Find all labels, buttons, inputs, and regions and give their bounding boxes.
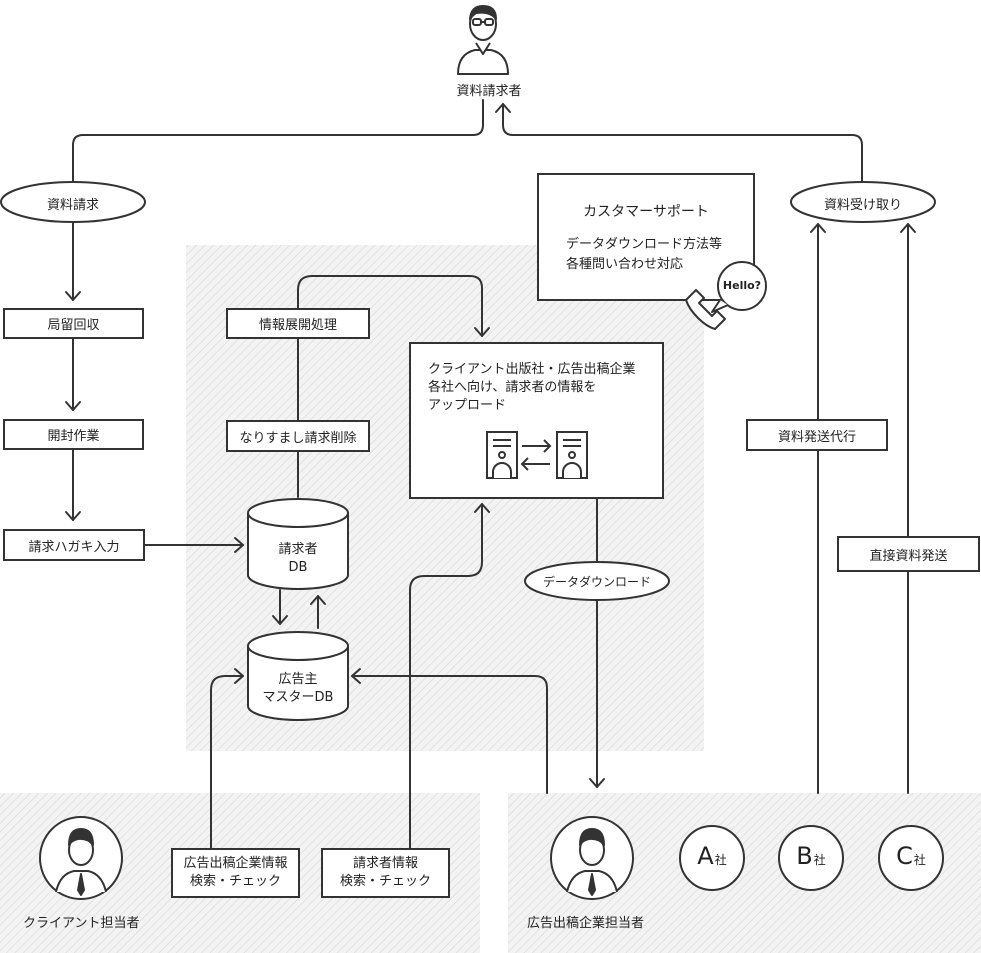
company-a-circle xyxy=(679,825,745,891)
phone-icon xyxy=(685,289,726,330)
server-icon xyxy=(486,431,518,479)
arrowhead xyxy=(65,401,81,411)
client-person-icon xyxy=(39,816,123,900)
company-suffix: 社 xyxy=(714,853,727,867)
company-letter: A xyxy=(697,842,714,870)
upload-box xyxy=(409,342,664,499)
server-icon xyxy=(556,431,588,479)
arrowhead xyxy=(65,511,81,521)
arrowhead xyxy=(65,291,81,301)
connector-requester-check xyxy=(409,503,483,849)
download-ellipse xyxy=(524,561,670,601)
requester-db-line: DB xyxy=(288,560,308,575)
upload-text: クライアント出版社・広告出稿企業 各社へ向け、請求者の情報を アップロード xyxy=(428,361,635,415)
arrowhead xyxy=(351,668,361,684)
company-letter: C xyxy=(896,842,913,870)
requester-check-box: 請求者情報 検索・チェック xyxy=(321,848,450,898)
advertiser-check-line: 検索・チェック xyxy=(189,874,281,889)
bubble-text: Hello? xyxy=(722,279,762,292)
requester-db-line: 請求者 xyxy=(278,542,318,557)
requester-check-line: 検索・チェック xyxy=(339,874,431,889)
master-db-label: 広告主 マスターDB xyxy=(263,671,334,707)
spoof-delete-box: なりすまし請求削除 xyxy=(226,420,370,452)
client-label: クライアント担当者 xyxy=(23,916,140,931)
master-db-line: 広告主 xyxy=(278,672,318,687)
arrowhead xyxy=(810,223,826,233)
proxy-send-box: 資料発送代行 xyxy=(746,419,888,451)
requester-check-line: 請求者情報 xyxy=(352,856,418,871)
connector-advertiser-db xyxy=(351,675,548,794)
request-label: 資料請求 xyxy=(46,198,100,213)
master-db-line: マスターDB xyxy=(262,690,334,705)
company-suffix: 社 xyxy=(813,853,826,867)
company-suffix: 社 xyxy=(913,853,926,867)
arrowhead xyxy=(900,223,916,233)
support-line: 各種問い合わせ対応 xyxy=(566,257,684,272)
input-box: 請求ハガキ入力 xyxy=(3,529,145,561)
master-db-cylinder xyxy=(247,631,349,721)
requester-label: 資料請求者 xyxy=(456,84,522,99)
company-c-circle xyxy=(878,825,944,891)
arrowhead xyxy=(310,595,326,605)
arrowhead xyxy=(474,503,490,513)
arrowhead xyxy=(495,103,511,113)
arrowhead xyxy=(272,615,288,625)
connector-request-out xyxy=(72,99,484,301)
arrowhead xyxy=(234,668,244,684)
requester-db-label: 請求者 DB xyxy=(278,541,317,577)
upload-line: アップロード xyxy=(428,398,507,413)
company-letter: B xyxy=(796,842,813,870)
support-text: データダウンロード方法等 各種問い合わせ対応 xyxy=(566,235,722,275)
speech-bubble-icon xyxy=(711,261,767,313)
exchange-arrows-icon xyxy=(520,439,552,471)
advertiser-person-icon xyxy=(550,816,634,900)
arrowhead xyxy=(474,327,490,337)
advertiser-label: 広告出稿企業担当者 xyxy=(527,916,645,931)
receive-label: 資料受け取り xyxy=(823,198,903,213)
support-title: カスタマーサポート xyxy=(583,204,709,220)
advertiser-check-box: 広告出稿企業情報 検索・チェック xyxy=(171,848,300,898)
receive-ellipse xyxy=(790,181,936,223)
arrowhead xyxy=(589,778,605,788)
receive-box: 局留回収 xyxy=(3,308,144,339)
direct-send-box: 直接資料発送 xyxy=(837,536,980,572)
expand-box: 情報展開処理 xyxy=(226,308,370,339)
requester-db-cylinder xyxy=(247,498,349,590)
company-b-circle xyxy=(778,825,844,891)
download-label: データダウンロード xyxy=(542,575,652,589)
connector-client-db xyxy=(210,675,244,849)
connector-expand xyxy=(297,275,483,498)
connector-receive-in xyxy=(502,103,863,191)
open-box: 開封作業 xyxy=(3,419,144,450)
upload-line: クライアント出版社・広告出稿企業 xyxy=(428,362,636,377)
support-line: データダウンロード方法等 xyxy=(566,237,723,252)
requester-person-icon xyxy=(457,5,509,75)
request-ellipse xyxy=(0,181,146,223)
advertiser-check-line: 広告出稿企業情報 xyxy=(183,856,288,871)
upload-line: 各社へ向け、請求者の情報を xyxy=(428,380,597,395)
arrowhead xyxy=(234,537,244,553)
